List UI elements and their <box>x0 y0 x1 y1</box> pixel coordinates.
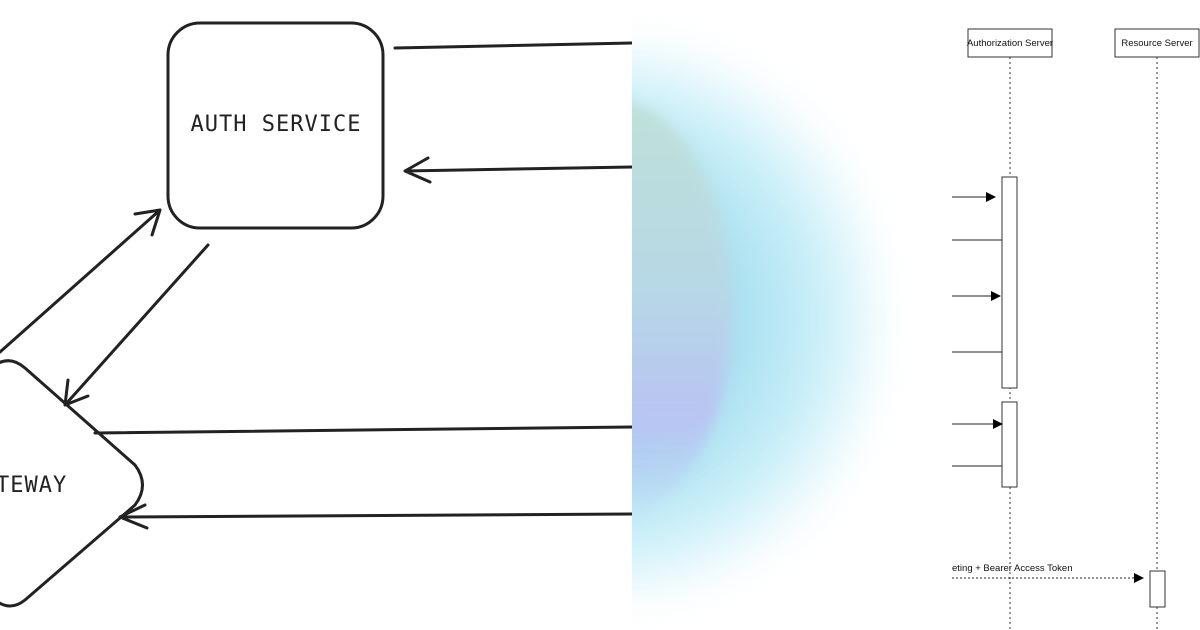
activation-bar <box>1149 570 1166 608</box>
participant-resource-server: Resource Server <box>1121 38 1192 49</box>
message-label: eting + Bearer Access Token <box>952 563 1073 574</box>
resource-server-box <box>1114 28 1200 58</box>
connector-line <box>93 425 634 435</box>
activation-bar <box>1001 176 1018 389</box>
activation-bar <box>1001 401 1018 488</box>
participant-authorization-server: Authorization Server <box>967 38 1053 49</box>
gateway-label: TEWAY <box>0 473 67 498</box>
arrow-to-auth <box>403 156 634 184</box>
gradient-glow <box>632 0 932 630</box>
auth-service-label: AUTH SERVICE <box>191 112 362 137</box>
auth-service-box <box>166 21 385 230</box>
connector-line <box>393 41 634 50</box>
arrow-to-gateway <box>118 503 634 530</box>
arrow-auth-to-gateway <box>63 243 210 407</box>
auth-server-box <box>967 28 1053 58</box>
gateway-box <box>0 359 144 608</box>
arrow-gateway-to-auth <box>0 208 162 354</box>
